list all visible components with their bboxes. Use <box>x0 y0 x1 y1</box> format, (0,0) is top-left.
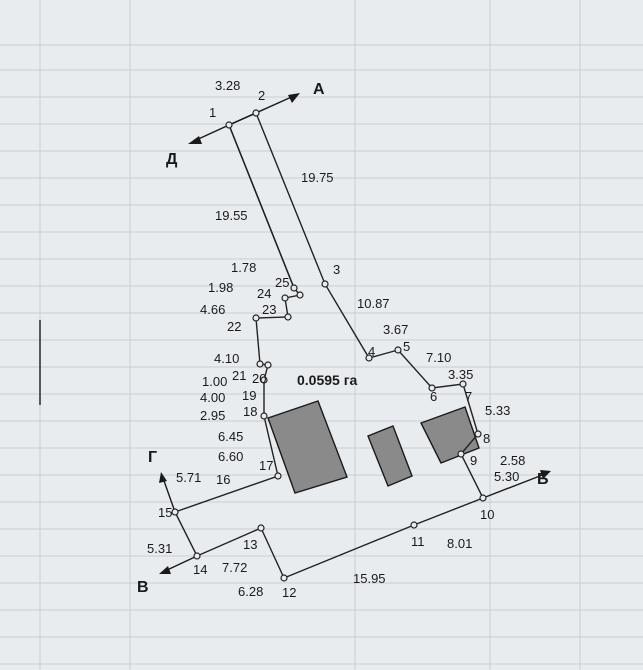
length-12-13: 6.28 <box>238 584 263 599</box>
arrow-a <box>228 93 300 126</box>
vertex-24b-marker <box>296 291 304 299</box>
area-label: 0.0595 га <box>297 372 358 388</box>
vertex-label-9: 9 <box>470 453 477 468</box>
length-9-10: 5.30 <box>494 469 519 484</box>
vertex-label-6: 6 <box>430 389 437 404</box>
length-19-20: 4.00 <box>200 390 225 405</box>
length-22-23: 4.66 <box>200 302 225 317</box>
vertex-9-marker <box>457 450 465 458</box>
vertex-label-1: 1 <box>209 105 216 120</box>
vertex-label-14: 14 <box>193 562 207 577</box>
length-2-3: 19.75 <box>301 170 334 185</box>
length-15-16: 5.71 <box>176 470 201 485</box>
length-21-22: 4.10 <box>214 351 239 366</box>
vertex-numbers: 1 2 3 4 5 6 7 8 9 10 11 12 13 14 15 16 1… <box>158 88 494 600</box>
length-11-12: 15.95 <box>353 571 386 586</box>
vertex-12-marker <box>280 574 288 582</box>
boundary-closing <box>228 124 295 289</box>
vertex-14-marker <box>193 552 201 560</box>
vertex-label-20: 20 <box>252 371 266 386</box>
vertex-markers <box>171 109 487 582</box>
length-23-24: 1.98 <box>208 280 233 295</box>
vertex-label-16: 16 <box>216 472 230 487</box>
length-4-5: 3.67 <box>383 322 408 337</box>
length-7-8: 5.33 <box>485 403 510 418</box>
direction-g: Г <box>148 449 157 466</box>
vertex-8-marker <box>474 430 482 438</box>
vertex-label-18: 18 <box>243 404 257 419</box>
length-3-4: 10.87 <box>357 296 390 311</box>
vertex-15-marker <box>171 508 179 516</box>
vertex-6-marker <box>428 384 436 392</box>
vertex-label-19: 19 <box>242 388 256 403</box>
direction-a: А <box>313 81 325 98</box>
vertex-label-2: 2 <box>258 88 265 103</box>
vertex-21-marker <box>256 360 264 368</box>
length-24-25: 1.78 <box>231 260 256 275</box>
vertex-label-21: 21 <box>232 368 246 383</box>
length-16-17: 6.60 <box>218 449 243 464</box>
arrow-d <box>188 124 230 144</box>
vertex-label-11: 11 <box>411 534 425 549</box>
vertex-18-marker <box>260 412 268 420</box>
length-6-7: 3.35 <box>448 367 473 382</box>
vertex-7-marker <box>459 380 467 388</box>
vertex-19-marker <box>260 376 268 384</box>
vertex-5-marker <box>394 346 402 354</box>
vertex-20-marker <box>264 361 272 369</box>
vertex-17-marker <box>274 472 282 480</box>
length-25-1: 19.55 <box>215 208 248 223</box>
vertex-25-marker <box>290 284 298 292</box>
vertex-label-10: 10 <box>480 507 494 522</box>
vertex-label-22: 22 <box>227 319 241 334</box>
arrow-b <box>482 470 551 499</box>
building-shed <box>367 425 413 487</box>
vertex-3-marker <box>321 280 329 288</box>
length-5-6: 7.10 <box>426 350 451 365</box>
vertex-label-4: 4 <box>368 344 375 359</box>
length-8-9: 2.58 <box>500 453 525 468</box>
length-18-19: 2.95 <box>200 408 225 423</box>
vertex-1-marker <box>225 121 233 129</box>
length-14-15: 5.31 <box>147 541 172 556</box>
vertex-label-17: 17 <box>259 458 273 473</box>
vertex-2-marker <box>252 109 260 117</box>
length-1-2: 3.28 <box>215 78 240 93</box>
vertex-24-marker <box>281 294 289 302</box>
vertex-label-5: 5 <box>403 339 410 354</box>
arrow-g <box>159 472 176 513</box>
vertex-label-25: 25 <box>275 275 289 290</box>
vertex-label-15: 15 <box>158 505 172 520</box>
direction-v: В <box>137 579 149 596</box>
vertex-22-marker <box>252 314 260 322</box>
arrow-v <box>159 555 198 574</box>
direction-b: Б <box>537 471 549 488</box>
vertex-label-23: 23 <box>262 302 276 317</box>
vertex-10-marker <box>479 494 487 502</box>
segment-lengths: 3.28 19.75 10.87 3.67 7.10 3.35 5.33 2.5… <box>147 78 525 599</box>
vertex-label-3: 3 <box>333 262 340 277</box>
building-main <box>267 400 348 494</box>
length-17-18: 6.45 <box>218 429 243 444</box>
length-10-11: 8.01 <box>447 536 472 551</box>
vertex-label-13: 13 <box>243 537 257 552</box>
vertex-4-marker <box>365 354 373 362</box>
direction-d: Д <box>166 151 178 168</box>
vertex-23-marker <box>284 313 292 321</box>
length-20-21: 1.00 <box>202 374 227 389</box>
vertex-label-12: 12 <box>282 585 296 600</box>
parcel-boundary <box>174 112 484 579</box>
vertex-label-7: 7 <box>465 389 472 404</box>
vertex-13-marker <box>257 524 265 532</box>
vertex-label-8: 8 <box>483 431 490 446</box>
vertex-11-marker <box>410 521 418 529</box>
length-13-14: 7.72 <box>222 560 247 575</box>
vertex-label-24: 24 <box>257 286 271 301</box>
